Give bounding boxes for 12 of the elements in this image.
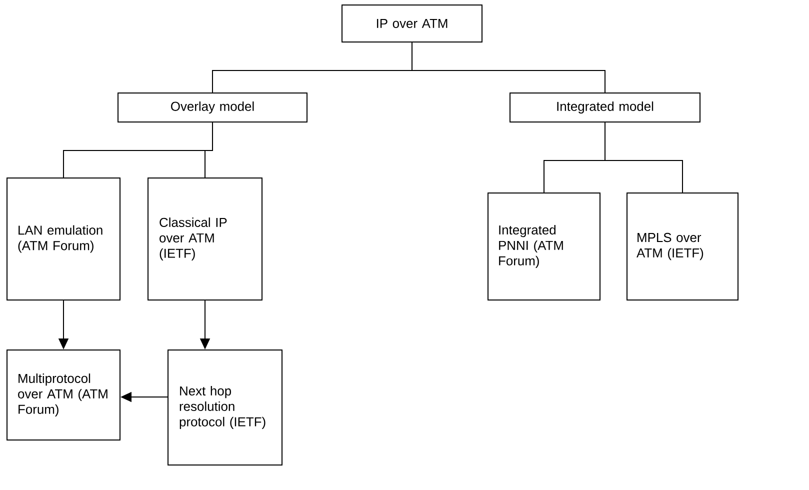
protocol-box: MPLS over ATM (IETF) [626, 192, 738, 300]
connector-line [412, 42, 606, 93]
protocol-box: Classical IP over ATM (IETF) [148, 178, 262, 300]
protocol-box: Multiprotocol over ATM (ATM Forum) [6, 350, 120, 440]
category-box: Overlay model [118, 92, 308, 122]
category-box: Integrated model [510, 92, 700, 122]
connector-line [604, 122, 683, 193]
connector-line [204, 122, 213, 178]
protocol-box: Integrated PNNI (ATM Forum) [488, 192, 600, 300]
title-box: IP over ATM [342, 4, 482, 42]
protocol-box: LAN emulation (ATM Forum) [6, 178, 120, 300]
protocol-box: Next hop resolution protocol (IETF) [168, 350, 282, 466]
